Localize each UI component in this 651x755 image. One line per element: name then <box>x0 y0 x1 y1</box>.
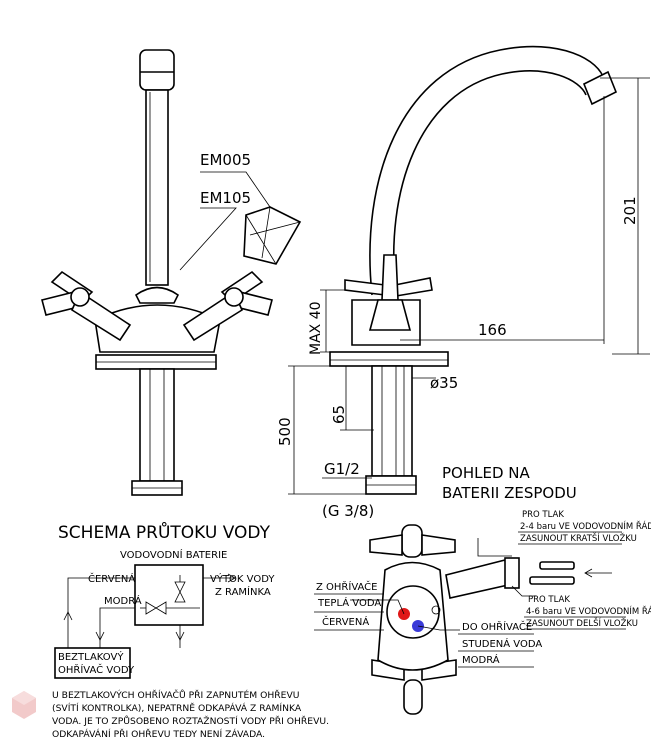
side-view-faucet <box>329 45 618 495</box>
hexagon-logo-icon <box>12 691 36 719</box>
pro-tlak-2-line2: 4-6 baru VE VODOVODNÍM ŘÁDU <box>526 605 651 617</box>
schema-cervena: ČERVENÁ <box>88 572 135 585</box>
pro-tlak-1-line2: 2-4 baru VE VODOVODNÍM ŘÁDU <box>520 520 651 532</box>
z-ohrivace-label: Z OHŘÍVAČE <box>316 580 377 593</box>
label-em005: EM005 <box>200 151 251 169</box>
pro-tlak-2-title: PRO TLAK <box>528 595 570 605</box>
label-em105: EM105 <box>200 189 251 207</box>
studena-voda-label: STUDENÁ VODA <box>462 637 542 650</box>
schema-vytok-2: Z RAMÍNKA <box>215 585 271 598</box>
heater-label-1: BEZTLAKOVÝ <box>58 650 124 663</box>
cervena-label: ČERVENÁ <box>322 615 369 628</box>
bottom-view-faucet <box>350 524 612 715</box>
view-title-line1: POHLED NA <box>442 464 531 482</box>
schema-vytok-1: VÝTOK VODY <box>210 572 275 585</box>
flow-schema-diagram <box>54 564 236 679</box>
pro-tlak-1-line3: ZASUNOUT KRATŠÍ VLOŽKU <box>520 532 637 544</box>
pro-tlak-1-title: PRO TLAK <box>522 510 564 520</box>
cartridge-part <box>179 171 302 271</box>
dim-201: 201 <box>621 196 639 225</box>
right-cross-handle <box>182 270 273 342</box>
thread-g38: (G 3/8) <box>322 502 374 520</box>
dim-max-40: MAX 40 <box>308 301 324 355</box>
note-line-2: (SVÍTÍ KONTROLKA), NEPATRNĚ ODKAPÁVÁ Z R… <box>52 702 302 714</box>
view-title-line2: BATERII ZESPODU <box>442 484 577 502</box>
modra-label: MODRÁ <box>462 653 500 666</box>
heater-label-2: OHŘÍVAČ VODY <box>58 663 135 676</box>
note-line-3: VODA. JE TO ZPŮSOBENO ROZTAŽNOSTÍ VODY P… <box>52 715 329 727</box>
pro-tlak-2-line3: ZASUNOUT DELŠÍ VLOŽKU <box>526 617 638 629</box>
schema-title: SCHEMA PRŮTOKU VODY <box>58 521 271 543</box>
front-view-faucet <box>41 49 273 496</box>
left-cross-handle <box>41 270 132 342</box>
schema-subtitle: VODOVODNÍ BATERIE <box>120 548 227 561</box>
do-ohrivace-label: DO OHŘÍVAČE <box>462 620 532 633</box>
note-line-1: U BEZTLAKOVÝCH OHŘÍVAČŮ PŘI ZAPNUTÉM OHŘ… <box>52 689 300 701</box>
dim-diameter-35: ø35 <box>430 374 458 392</box>
dim-500: 500 <box>276 417 294 446</box>
tepla-voda-label: TEPLÁ VODA <box>317 596 381 609</box>
side-view-dimensions <box>288 77 650 495</box>
note-line-4: ODKAPÁVÁNÍ PŘI OHŘEVU TEDY NENÍ ZÁVADA. <box>52 728 265 740</box>
thread-g12: G1/2 <box>324 460 360 478</box>
dim-65: 65 <box>330 405 348 424</box>
schema-modra: MODRÁ <box>104 594 142 607</box>
dim-166: 166 <box>478 321 507 339</box>
